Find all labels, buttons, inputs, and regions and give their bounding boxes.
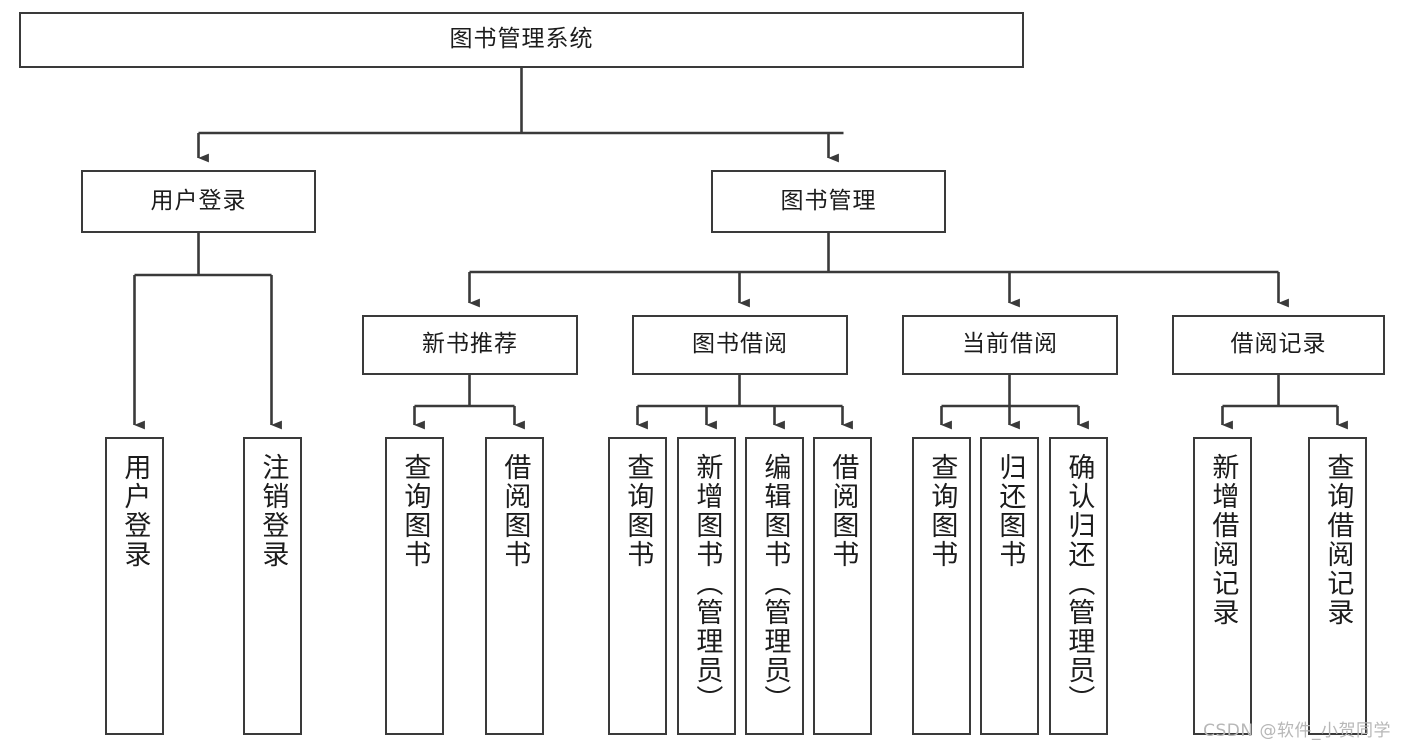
node-leaf-return-book[interactable]: 归还图书 [980, 437, 1039, 735]
node-leaf-borrow-book-1[interactable]: 借阅图书 [485, 437, 544, 735]
node-leaf-edit-book[interactable]: 编辑图书（管理员） [745, 437, 804, 735]
node-leaf-query-book-2-label: 查询图书 [622, 453, 654, 569]
node-root-label: 图书管理系统 [449, 26, 594, 53]
node-leaf-add-record[interactable]: 新增借阅记录 [1193, 437, 1252, 735]
node-leaf-user-login-label: 用户登录 [119, 453, 151, 569]
node-book-borrow[interactable]: 图书借阅 [632, 315, 848, 375]
node-leaf-query-book-3[interactable]: 查询图书 [912, 437, 971, 735]
node-leaf-query-book-3-label: 查询图书 [926, 453, 958, 569]
node-leaf-return-book-label: 归还图书 [994, 453, 1026, 569]
node-leaf-add-book[interactable]: 新增图书（管理员） [677, 437, 736, 735]
node-leaf-borrow-book-2[interactable]: 借阅图书 [813, 437, 872, 735]
node-root[interactable]: 图书管理系统 [19, 12, 1024, 68]
node-leaf-query-record[interactable]: 查询借阅记录 [1308, 437, 1367, 735]
node-leaf-query-book-2[interactable]: 查询图书 [608, 437, 667, 735]
node-leaf-confirm-return[interactable]: 确认归还（管理员） [1049, 437, 1108, 735]
node-leaf-add-record-label: 新增借阅记录 [1207, 453, 1239, 627]
node-current-borrow-label: 当前借阅 [962, 331, 1058, 358]
node-leaf-borrow-book-2-label: 借阅图书 [827, 453, 859, 569]
node-current-borrow[interactable]: 当前借阅 [902, 315, 1118, 375]
node-leaf-query-book-1-label: 查询图书 [399, 453, 431, 569]
node-leaf-borrow-book-1-label: 借阅图书 [499, 453, 531, 569]
node-book-manage[interactable]: 图书管理 [711, 170, 946, 233]
node-new-book-recommend[interactable]: 新书推荐 [362, 315, 578, 375]
node-borrow-record-label: 借阅记录 [1230, 331, 1327, 358]
node-leaf-user-login[interactable]: 用户登录 [105, 437, 164, 735]
node-book-manage-label: 图书管理 [780, 187, 877, 214]
node-new-book-recommend-label: 新书推荐 [422, 331, 518, 358]
node-leaf-edit-book-label: 编辑图书（管理员） [759, 453, 791, 714]
node-leaf-query-record-label: 查询借阅记录 [1322, 453, 1354, 627]
csdn-watermark: CSDN @软件_小贺同学 [1203, 721, 1391, 741]
node-book-borrow-label: 图书借阅 [692, 331, 788, 358]
node-leaf-confirm-return-label: 确认归还（管理员） [1063, 453, 1095, 714]
node-leaf-logout-login-label: 注销登录 [257, 453, 289, 569]
node-leaf-logout-login[interactable]: 注销登录 [243, 437, 302, 735]
node-borrow-record[interactable]: 借阅记录 [1172, 315, 1385, 375]
node-user-login-label: 用户登录 [150, 187, 247, 214]
node-user-login[interactable]: 用户登录 [81, 170, 316, 233]
node-leaf-query-book-1[interactable]: 查询图书 [385, 437, 444, 735]
node-leaf-add-book-label: 新增图书（管理员） [691, 453, 723, 714]
